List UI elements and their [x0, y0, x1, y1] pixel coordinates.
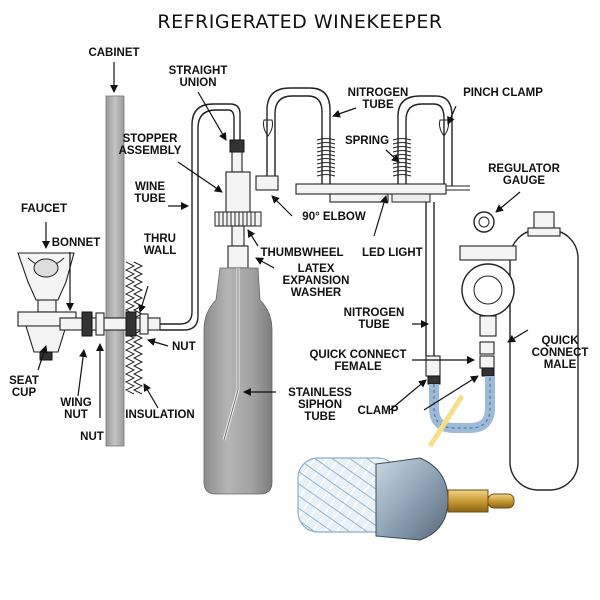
label-cabinet: CABINET [88, 47, 139, 59]
label-line: NUT [80, 431, 104, 443]
label-line: LED LIGHT [362, 247, 423, 259]
cabinet-wall [105, 95, 125, 447]
wine-tube-path [160, 103, 241, 325]
label-line: INSULATION [125, 409, 194, 421]
label-line: STRAIGHT [169, 65, 228, 77]
label-line: CLAMP [358, 405, 399, 417]
label-line: SEAT [9, 375, 39, 387]
label-line: WINE [135, 181, 165, 193]
label-line: BONNET [52, 237, 101, 249]
wine-tube-path-inner [160, 109, 235, 331]
label-line: TUBE [358, 319, 390, 331]
label-thumbwheel: THUMBWHEEL [260, 247, 343, 259]
label-line: TUBE [304, 411, 336, 423]
label-line: FEMALE [334, 361, 382, 373]
nitrogen-tubing-top [255, 87, 470, 356]
label-line: NUT [64, 409, 88, 421]
label-line: CABINET [88, 47, 139, 59]
label-line: NITROGEN [344, 307, 405, 319]
label-line: WASHER [291, 287, 342, 299]
label-elbow: 90° ELBOW [302, 211, 366, 223]
label-spring: SPRING [345, 135, 389, 147]
label-line: SPRING [345, 135, 389, 147]
faucet-illustration [17, 252, 161, 361]
label-line: TUBE [362, 99, 394, 111]
label-line: STAINLESS [288, 387, 352, 399]
label-line: FAUCET [21, 203, 67, 215]
diagram-title: REFRIGERATED WINEKEEPER [157, 11, 442, 33]
label-line: THUMBWHEEL [260, 247, 343, 259]
label-line: UNION [179, 77, 216, 89]
wine-bottle [203, 267, 273, 495]
label-line: NITROGEN [348, 87, 409, 99]
label-line: MALE [544, 359, 577, 371]
leader-arrows [37, 62, 529, 418]
label-nut-bottom: NUT [80, 431, 104, 443]
quick-connect-assembly [425, 355, 495, 448]
label-line: 90° ELBOW [302, 211, 366, 223]
label-nut-right: NUT [172, 341, 196, 353]
label-line: GAUGE [503, 175, 546, 187]
label-line: QUICK [541, 335, 579, 347]
label-bonnet: BONNET [52, 237, 101, 249]
label-line: ASSEMBLY [119, 145, 182, 157]
label-line: CONNECT [532, 347, 589, 359]
nitrogen-cylinder [459, 211, 579, 491]
label-line: EXPANSION [283, 275, 350, 287]
label-line: PINCH CLAMP [463, 87, 543, 99]
quick-connect-photo [297, 457, 515, 541]
label-line: TUBE [134, 193, 166, 205]
label-led-light: LED LIGHT [362, 247, 423, 259]
label-line: WING [60, 397, 91, 409]
label-line: QUICK CONNECT [309, 349, 406, 361]
label-line: NUT [172, 341, 196, 353]
label-faucet: FAUCET [21, 203, 67, 215]
label-line: THRU [144, 233, 176, 245]
label-line: REGULATOR [488, 163, 560, 175]
label-line: WALL [144, 245, 177, 257]
stopper-assembly [214, 139, 262, 269]
label-insulation: INSULATION [125, 409, 194, 421]
label-line: CUP [12, 387, 37, 399]
label-line: STOPPER [123, 133, 178, 145]
label-pinch-clamp: PINCH CLAMP [463, 87, 543, 99]
label-line: SIPHON [298, 399, 342, 411]
label-clamp: CLAMP [358, 405, 399, 417]
label-line: LATEX [298, 263, 335, 275]
